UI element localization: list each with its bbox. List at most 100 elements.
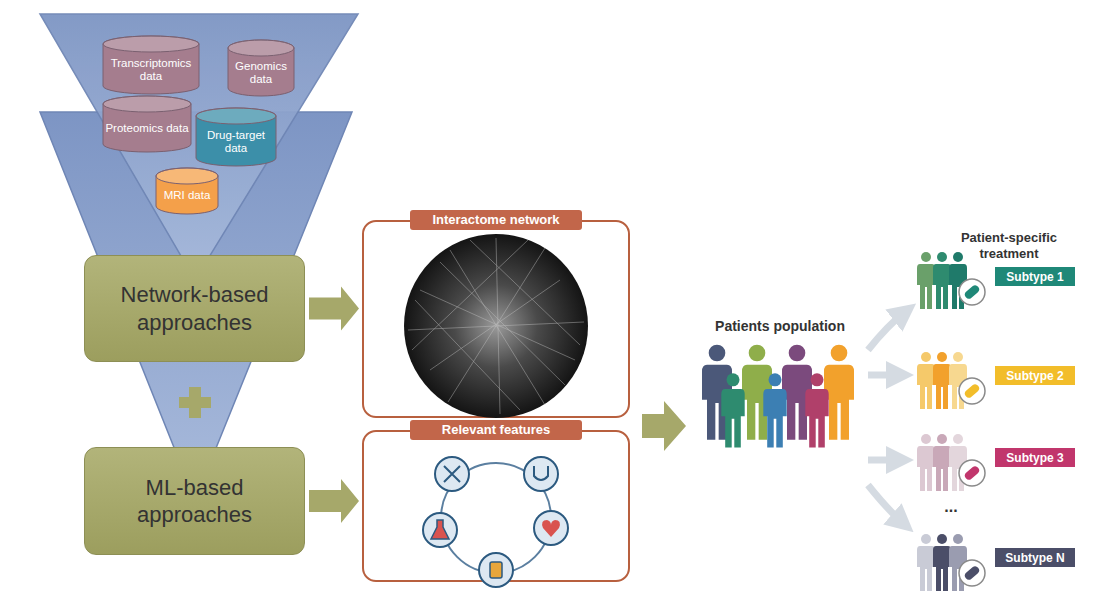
- block-arrow: [309, 287, 359, 331]
- subtype-group: [917, 252, 985, 309]
- heart-glyph: [542, 520, 560, 537]
- person-figure: [933, 252, 951, 309]
- plus-bar: [182, 389, 208, 415]
- flask-glyph: [431, 520, 449, 539]
- capsule: [963, 383, 980, 399]
- network-link: [448, 248, 545, 402]
- funnel: [40, 14, 358, 280]
- cylinder-top: [228, 40, 294, 56]
- panel-box: Interactome network: [362, 220, 630, 418]
- network-link: [496, 238, 500, 414]
- person-figure: [824, 345, 854, 440]
- person-figure: [917, 252, 935, 309]
- subtype-tag: Subtype 2: [995, 366, 1075, 385]
- cylinder-top: [103, 96, 191, 112]
- panel-heading: Relevant features: [410, 420, 582, 440]
- stethoscope-glyph: [534, 466, 548, 480]
- plus-sign: [179, 387, 211, 418]
- data-cylinder: Proteomics data: [103, 96, 191, 152]
- cylinder-body: [196, 108, 276, 166]
- cylinder-top: [103, 36, 199, 52]
- network-links: [408, 238, 584, 414]
- data-cylinder: Drug-target data: [196, 108, 276, 166]
- feature-icon: [479, 553, 513, 587]
- connector: [309, 479, 359, 523]
- feature-icon: [435, 457, 469, 491]
- patients-population: [702, 345, 854, 448]
- cylinder-label: MRI data: [162, 189, 213, 202]
- data-cylinder: Transcriptomics data: [103, 36, 199, 94]
- subtype-group: [917, 352, 985, 409]
- dna-glyph: [444, 466, 460, 482]
- cylinder-body: [103, 96, 191, 152]
- data-cylinder: MRI data: [156, 168, 218, 214]
- cylinder-label: Genomics data: [228, 60, 294, 86]
- person-figure: [742, 345, 772, 440]
- box-label: ML-based approaches: [110, 474, 280, 529]
- capsule: [963, 565, 980, 581]
- person-figure: [917, 434, 935, 491]
- connector: [309, 287, 359, 331]
- person-figure: [949, 352, 967, 409]
- network-link: [415, 300, 520, 410]
- tag-label: Subtype 2: [1006, 369, 1063, 383]
- capsule: [963, 284, 980, 300]
- person-figure: [721, 373, 744, 447]
- subtype-group: [917, 434, 985, 491]
- network-disc: [404, 234, 588, 418]
- network-link: [470, 240, 580, 345]
- person-figure: [949, 434, 967, 491]
- block-arrow: [642, 401, 686, 451]
- data-cylinder: Genomics data: [228, 40, 294, 96]
- pill-icon: [959, 378, 985, 404]
- capsule: [963, 465, 980, 481]
- person-figure: [805, 373, 828, 447]
- panel-box: Relevant features: [362, 430, 630, 582]
- plus-bar: [189, 387, 201, 418]
- cylinder-label: Transcriptomics data: [103, 57, 199, 83]
- network-link: [450, 250, 545, 405]
- person-figure: [917, 352, 935, 409]
- split-arrows: [868, 312, 905, 523]
- text-label: Patients population: [700, 318, 860, 334]
- person-figure: [949, 252, 967, 309]
- network-link: [412, 240, 528, 350]
- cylinder-top: [196, 108, 276, 124]
- cylinder-label: Drug-target data: [196, 129, 276, 155]
- subtype-group: [917, 534, 985, 591]
- funnel: [40, 112, 352, 500]
- tag-label: Subtype N: [1005, 551, 1064, 565]
- person-figure: [933, 352, 951, 409]
- pill-icon: [959, 279, 985, 305]
- cylinder-body: [156, 168, 218, 214]
- person-figure: [949, 534, 967, 591]
- network-link: [430, 280, 560, 370]
- bottle-glyph: [490, 562, 502, 578]
- plus-bar: [179, 397, 211, 408]
- subtype-tag: Subtype 3: [995, 448, 1075, 467]
- feature-icon: [423, 513, 457, 547]
- network-link: [420, 290, 575, 360]
- person-figure: [917, 534, 935, 591]
- pill-icon: [959, 560, 985, 586]
- person-figure: [782, 345, 812, 440]
- pill-icon: [959, 460, 985, 486]
- tag-label: Subtype 3: [1006, 451, 1063, 465]
- split-arrow: [868, 372, 900, 379]
- split-arrow: [868, 312, 905, 350]
- split-arrow: [868, 457, 900, 464]
- feature-icon: [524, 457, 558, 491]
- panel-heading: Interactome network: [410, 210, 582, 230]
- cylinder-label: Proteomics data: [103, 122, 190, 135]
- feature-icon: [534, 511, 568, 545]
- tag-label: Subtype 1: [1006, 270, 1063, 284]
- cylinder-body: [228, 40, 294, 96]
- block-arrow: [309, 479, 359, 523]
- network-link: [440, 262, 565, 385]
- process-box: Network-based approaches: [84, 255, 305, 362]
- person-figure: [933, 534, 951, 591]
- features-illustration: [423, 457, 568, 587]
